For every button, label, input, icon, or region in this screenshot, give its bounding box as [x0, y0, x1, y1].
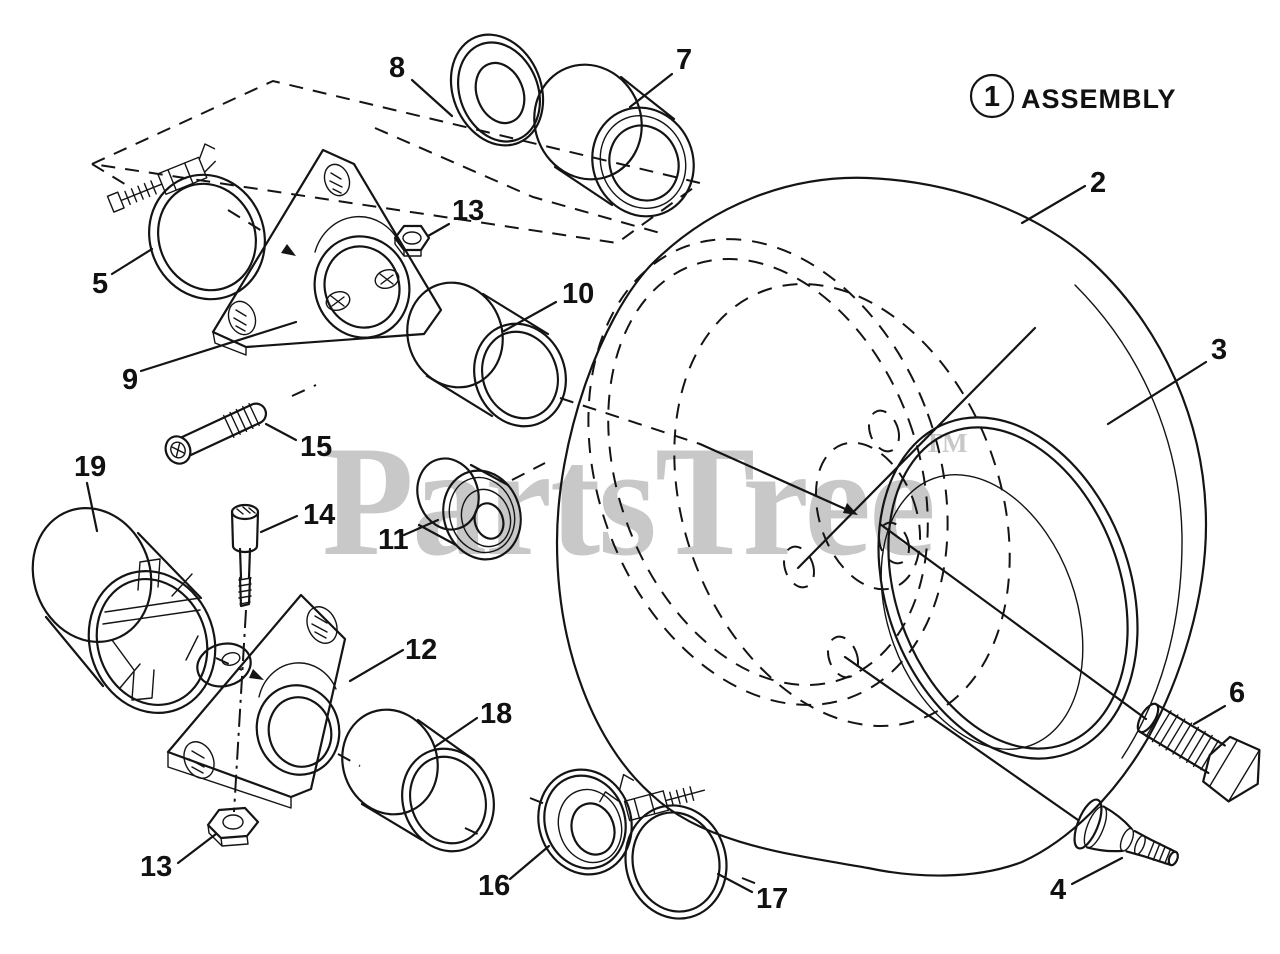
part-13-nut-top [393, 224, 431, 257]
callout-19-number[interactable]: 19 [74, 451, 106, 483]
callout-19[interactable]: 19 [74, 451, 106, 533]
callout-2[interactable]: 2 [1020, 167, 1106, 225]
callout-11[interactable]: 11 [378, 518, 440, 556]
callout-10[interactable]: 10 [502, 278, 594, 333]
part-4-valve-stem [1073, 798, 1179, 867]
callout-14-number[interactable]: 14 [303, 499, 335, 531]
installation-lines [559, 326, 1148, 822]
callout-17-number[interactable]: 17 [756, 883, 788, 915]
callout-18-number[interactable]: 18 [480, 698, 512, 730]
callout-3[interactable]: 3 [1106, 334, 1227, 426]
part-17-hose-clamp [599, 773, 728, 920]
callout-14[interactable]: 14 [259, 499, 335, 534]
callout-9-number[interactable]: 9 [122, 364, 138, 396]
callout-18[interactable]: 18 [434, 698, 512, 748]
callout-13-top-number[interactable]: 13 [452, 195, 484, 227]
callout-4[interactable]: 4 [1050, 856, 1124, 906]
part-5-hose-clamp [106, 143, 266, 301]
callout-8[interactable]: 8 [389, 52, 454, 118]
watermark: PartsTree TM [322, 414, 968, 589]
callout-16[interactable]: 16 [478, 844, 551, 902]
part-14-bolt [230, 503, 260, 813]
callout-17[interactable]: 17 [716, 872, 788, 915]
callout-11-number[interactable]: 11 [378, 524, 409, 556]
assembly-title: ASSEMBLY [1021, 84, 1177, 114]
part-19-hub [31, 506, 217, 715]
callout-7[interactable]: 7 [628, 44, 692, 109]
part-16-bearing [537, 768, 633, 876]
callout-13-bottom[interactable]: 13 [140, 832, 218, 883]
callout-9[interactable]: 9 [122, 320, 298, 396]
part-12-bracket [166, 593, 347, 809]
callout-13-bottom-number[interactable]: 13 [140, 851, 172, 883]
part-8-seal [449, 33, 545, 147]
assembly-badge: 1 ASSEMBLY [969, 73, 1177, 119]
part-11-bearing [416, 457, 522, 561]
part-6-bolt [1136, 702, 1261, 803]
callout-12-number[interactable]: 12 [405, 634, 437, 666]
watermark-text: PartsTree [322, 414, 934, 589]
part-3-rim [587, 238, 1139, 760]
part-15-bolt [164, 384, 317, 465]
part-9-bracket [211, 148, 443, 356]
assembly-badge-number: 1 [984, 81, 1000, 113]
callout-5-number[interactable]: 5 [92, 268, 108, 300]
callout-6-number[interactable]: 6 [1229, 677, 1245, 709]
callout-8-number[interactable]: 8 [389, 52, 405, 84]
axis-lines [91, 163, 763, 887]
construction-plane [88, 79, 703, 245]
part-13-nut-bottom [206, 806, 260, 847]
callout-12[interactable]: 12 [348, 634, 437, 683]
callout-4-number[interactable]: 4 [1050, 874, 1066, 906]
assembly-number-circle [969, 73, 1015, 119]
callout-10-number[interactable]: 10 [562, 278, 594, 310]
callout-15-number[interactable]: 15 [300, 431, 332, 463]
part-2-tire [555, 176, 1208, 877]
callout-6[interactable]: 6 [1192, 677, 1245, 726]
callout-5[interactable]: 5 [92, 247, 154, 300]
callout-16-number[interactable]: 16 [478, 870, 510, 902]
callout-2-number[interactable]: 2 [1090, 167, 1106, 199]
callout-7-number[interactable]: 7 [676, 44, 692, 76]
part-10-spacer [406, 281, 567, 428]
callout-15[interactable]: 15 [264, 422, 332, 463]
callout-13-top[interactable]: 13 [426, 195, 484, 238]
callout-3-number[interactable]: 3 [1211, 334, 1227, 366]
